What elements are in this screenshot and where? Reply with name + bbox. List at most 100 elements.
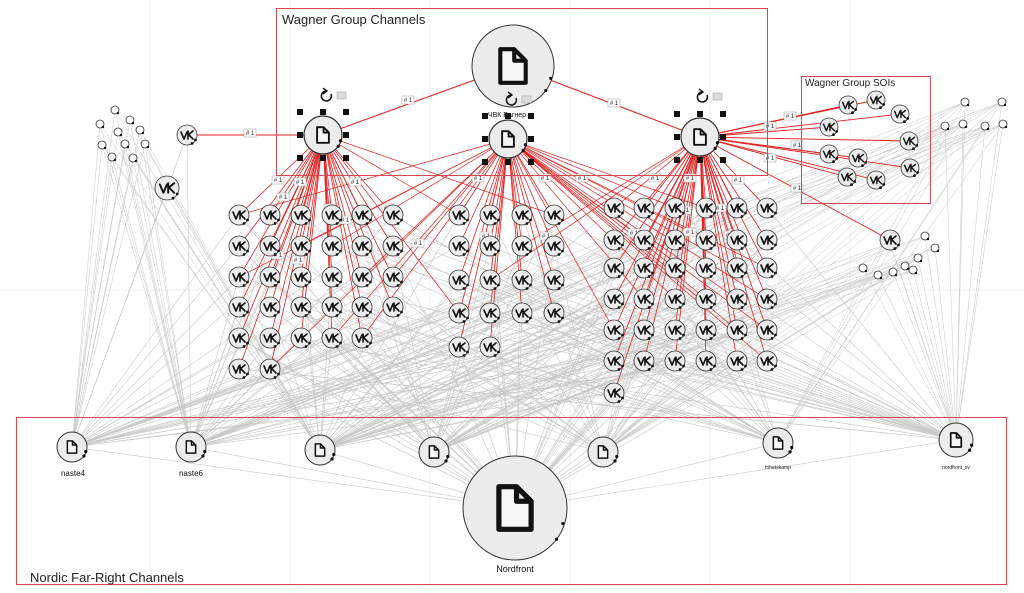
vk-node[interactable] (259, 235, 281, 257)
channel-node-chvk[interactable] (488, 119, 528, 159)
vk-node[interactable] (511, 204, 533, 226)
toggle-box[interactable] (336, 91, 347, 100)
vk-node[interactable] (290, 296, 312, 318)
small-node[interactable] (940, 121, 950, 131)
vk-node[interactable] (290, 204, 312, 226)
vk-node[interactable] (321, 296, 343, 318)
selection-handle[interactable] (720, 111, 726, 117)
soi-node[interactable] (838, 95, 858, 115)
soi-node[interactable] (819, 144, 839, 164)
vk-node[interactable] (695, 257, 717, 279)
vk-node[interactable] (228, 358, 250, 380)
refresh-icon[interactable] (505, 91, 518, 106)
vk-node[interactable] (664, 288, 686, 310)
selection-handle[interactable] (343, 155, 349, 161)
vk-node[interactable] (726, 350, 748, 372)
channel-node-nordfront[interactable] (462, 455, 568, 561)
small-node[interactable] (908, 265, 918, 275)
toggle-box[interactable] (521, 95, 532, 104)
vk-node[interactable] (351, 235, 373, 257)
selection-handle[interactable] (297, 132, 303, 138)
vk-node[interactable] (543, 235, 565, 257)
group-box-nordic-channels[interactable]: Nordic Far-Right Channels (16, 417, 1007, 585)
channel-node-naste6[interactable] (175, 431, 207, 463)
soi-node[interactable] (848, 148, 868, 168)
selection-handle[interactable] (482, 159, 488, 165)
vk-node[interactable] (633, 197, 655, 219)
vk-node[interactable] (664, 229, 686, 251)
selection-handle[interactable] (505, 159, 511, 165)
vk-node[interactable] (726, 229, 748, 251)
vk-node[interactable] (756, 257, 778, 279)
vk-node[interactable] (351, 266, 373, 288)
small-node[interactable] (960, 97, 970, 107)
selection-handle[interactable] (674, 157, 680, 163)
soi-node[interactable] (890, 104, 910, 124)
vk-node[interactable] (321, 204, 343, 226)
vk-node[interactable] (633, 288, 655, 310)
channel-node-wagner-1[interactable] (303, 115, 343, 155)
vk-node[interactable] (228, 296, 250, 318)
small-node[interactable] (998, 119, 1008, 129)
vk-node[interactable] (726, 319, 748, 341)
small-node[interactable] (110, 105, 120, 115)
toggle-box[interactable] (712, 92, 723, 101)
vk-node[interactable] (695, 197, 717, 219)
selection-handle[interactable] (505, 113, 511, 119)
group-box-wagner-channels[interactable]: Wagner Group Channels (276, 8, 768, 176)
soi-node[interactable] (819, 117, 839, 137)
selection-handle[interactable] (528, 159, 534, 165)
vk-node[interactable] (479, 204, 501, 226)
selection-handle[interactable] (343, 109, 349, 115)
vk-node[interactable] (351, 296, 373, 318)
small-node[interactable] (107, 152, 117, 162)
vk-node[interactable] (479, 336, 501, 358)
vk-node[interactable] (726, 257, 748, 279)
small-node[interactable] (920, 231, 930, 241)
vk-node[interactable] (176, 124, 198, 146)
vk-node[interactable] (695, 350, 717, 372)
vk-node[interactable] (448, 235, 470, 257)
small-node[interactable] (888, 267, 898, 277)
vk-node[interactable] (351, 204, 373, 226)
vk-node[interactable] (382, 235, 404, 257)
selection-handle[interactable] (528, 113, 534, 119)
refresh-icon[interactable] (320, 87, 333, 102)
vk-node[interactable] (154, 175, 180, 201)
vk-node[interactable] (448, 336, 470, 358)
selection-handle[interactable] (674, 111, 680, 117)
vk-node[interactable] (259, 204, 281, 226)
vk-node[interactable] (511, 269, 533, 291)
selection-handle[interactable] (482, 113, 488, 119)
vk-node[interactable] (633, 257, 655, 279)
vk-node[interactable] (228, 204, 250, 226)
vk-node[interactable] (756, 197, 778, 219)
vk-node[interactable] (633, 229, 655, 251)
vk-node[interactable] (290, 327, 312, 349)
vk-node[interactable] (259, 327, 281, 349)
small-node[interactable] (95, 119, 105, 129)
vk-node[interactable] (756, 319, 778, 341)
channel-node-frihetskamp[interactable] (762, 427, 794, 459)
vk-node[interactable] (633, 319, 655, 341)
small-node[interactable] (913, 253, 923, 263)
selection-handle[interactable] (297, 155, 303, 161)
vk-node[interactable] (726, 288, 748, 310)
selection-handle[interactable] (528, 136, 534, 142)
vk-node[interactable] (695, 229, 717, 251)
vk-node[interactable] (511, 235, 533, 257)
vk-node[interactable] (756, 350, 778, 372)
small-node[interactable] (873, 270, 883, 280)
vk-node[interactable] (543, 204, 565, 226)
small-node[interactable] (97, 140, 107, 150)
vk-node[interactable] (603, 319, 625, 341)
vk-node[interactable] (479, 269, 501, 291)
vk-node[interactable] (382, 204, 404, 226)
selection-handle[interactable] (343, 132, 349, 138)
vk-node[interactable] (543, 269, 565, 291)
small-node[interactable] (128, 153, 138, 163)
selection-handle[interactable] (320, 109, 326, 115)
vk-node[interactable] (603, 229, 625, 251)
vk-node[interactable] (259, 266, 281, 288)
vk-node[interactable] (448, 302, 470, 324)
